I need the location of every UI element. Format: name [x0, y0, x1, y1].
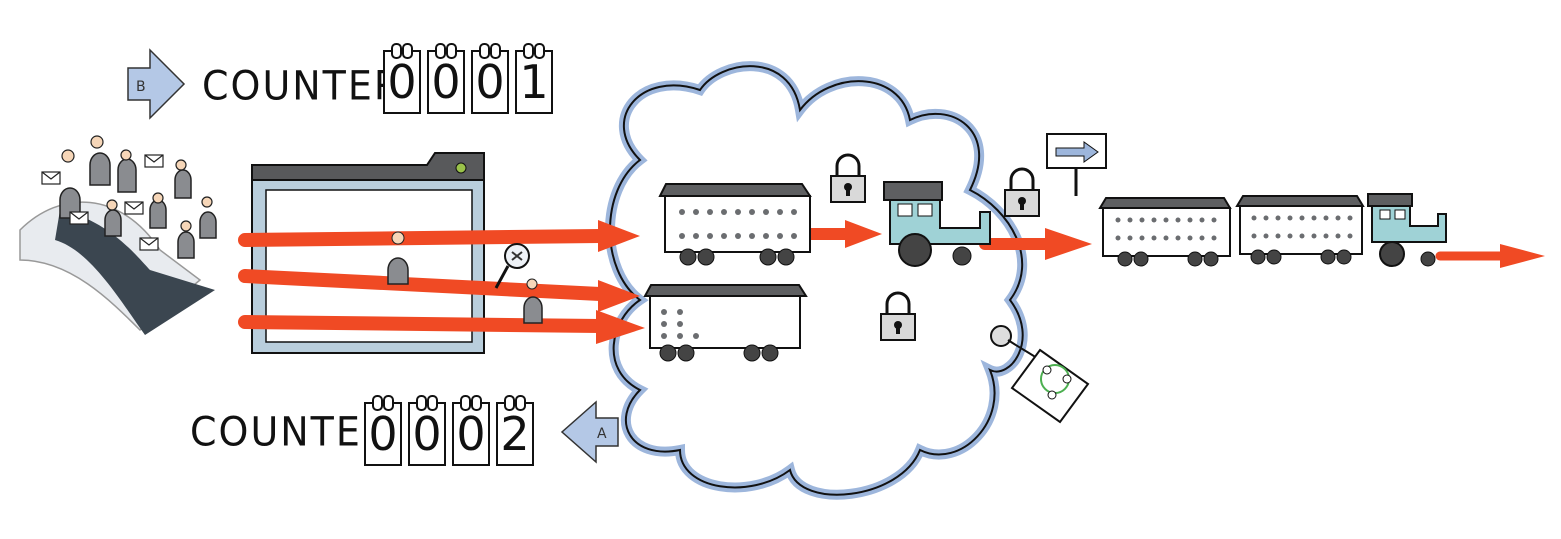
wheel-icon	[697, 248, 715, 266]
train-engine	[1367, 193, 1447, 267]
badge-b-letter: B	[136, 79, 146, 95]
counter-digit: 2	[496, 395, 534, 466]
flow-arrow	[238, 269, 607, 301]
counter-a-label: COUNTER	[190, 408, 391, 456]
counter-digit: 0	[364, 395, 402, 466]
wheel-icon	[777, 248, 795, 266]
counter-b-label: COUNTER	[202, 62, 403, 110]
arrowhead-icon	[1500, 244, 1545, 268]
locomotive	[883, 181, 991, 267]
head-icon	[106, 199, 118, 211]
head-icon	[120, 149, 132, 161]
arrowhead-icon	[598, 280, 640, 312]
flow-arrows	[238, 220, 1545, 344]
tag	[990, 325, 1090, 424]
flow-arrow	[238, 315, 607, 333]
envelope-icon	[124, 201, 144, 215]
incoming-crowd	[19, 135, 217, 335]
head-icon	[526, 278, 538, 290]
person-icon	[174, 169, 192, 199]
arrow-right-icon	[1055, 141, 1099, 163]
counter-digit: 0	[383, 43, 421, 114]
person-icon	[387, 257, 409, 285]
person-icon	[104, 209, 122, 237]
head-icon	[201, 196, 213, 208]
wheel-icon	[898, 233, 932, 267]
envelope-icon	[69, 211, 89, 225]
direction-sign	[1046, 133, 1107, 196]
counter-a-digits: 0 0 0 2	[364, 395, 534, 466]
person-icon	[199, 211, 217, 239]
person-icon	[177, 231, 195, 259]
wheel-icon	[761, 344, 779, 362]
head-icon	[61, 149, 75, 163]
counter-digit: 1	[515, 43, 553, 114]
counter-digit: 0	[408, 395, 446, 466]
person-icon	[149, 199, 167, 229]
cloud	[605, 61, 1028, 500]
padlock-icon	[830, 153, 866, 203]
window-persons	[387, 231, 543, 324]
person-icon	[89, 152, 111, 186]
arrowhead-icon	[598, 220, 640, 252]
arrowhead-icon	[1045, 228, 1092, 260]
wagon-large	[658, 183, 812, 266]
ring-icon	[990, 325, 1012, 347]
counter-digit: 0	[427, 43, 465, 114]
badge-b-arrow: B	[127, 48, 186, 120]
padlocks	[830, 153, 1040, 341]
wheel-icon	[743, 344, 761, 362]
wheel-icon	[952, 246, 972, 266]
counter-b-digits: 0 0 0 1	[383, 43, 553, 114]
train-wagon	[1098, 197, 1232, 267]
arrowhead-icon	[845, 220, 882, 248]
person-icon	[117, 158, 137, 193]
arrowhead-icon	[596, 310, 645, 344]
train-wagon	[1235, 195, 1365, 265]
head-icon	[90, 135, 104, 149]
counter-digit: 0	[471, 43, 509, 114]
wheel-icon	[679, 248, 697, 266]
node-graph-icon	[1040, 364, 1072, 400]
envelope-icon	[41, 171, 61, 185]
head-icon	[391, 231, 405, 245]
envelope-icon	[139, 237, 159, 251]
head-icon	[180, 220, 192, 232]
magnifier-icon	[494, 243, 530, 289]
counter-digit: 0	[452, 395, 490, 466]
padlock-icon	[1004, 167, 1040, 217]
badge-a-letter: A	[597, 426, 607, 442]
outgoing-train	[1098, 193, 1447, 267]
wagon-small	[643, 284, 808, 362]
flow-arrow	[238, 229, 607, 247]
person-icon	[523, 296, 543, 324]
wheel-icon	[659, 344, 677, 362]
wheel-icon	[677, 344, 695, 362]
head-icon	[152, 192, 164, 204]
person-icon	[59, 187, 81, 219]
envelope-icon	[144, 154, 164, 168]
badge-a-arrow: A	[560, 400, 619, 464]
status-light-icon	[455, 162, 467, 174]
head-icon	[175, 159, 187, 171]
padlock-icon	[880, 291, 916, 341]
wheel-icon	[759, 248, 777, 266]
